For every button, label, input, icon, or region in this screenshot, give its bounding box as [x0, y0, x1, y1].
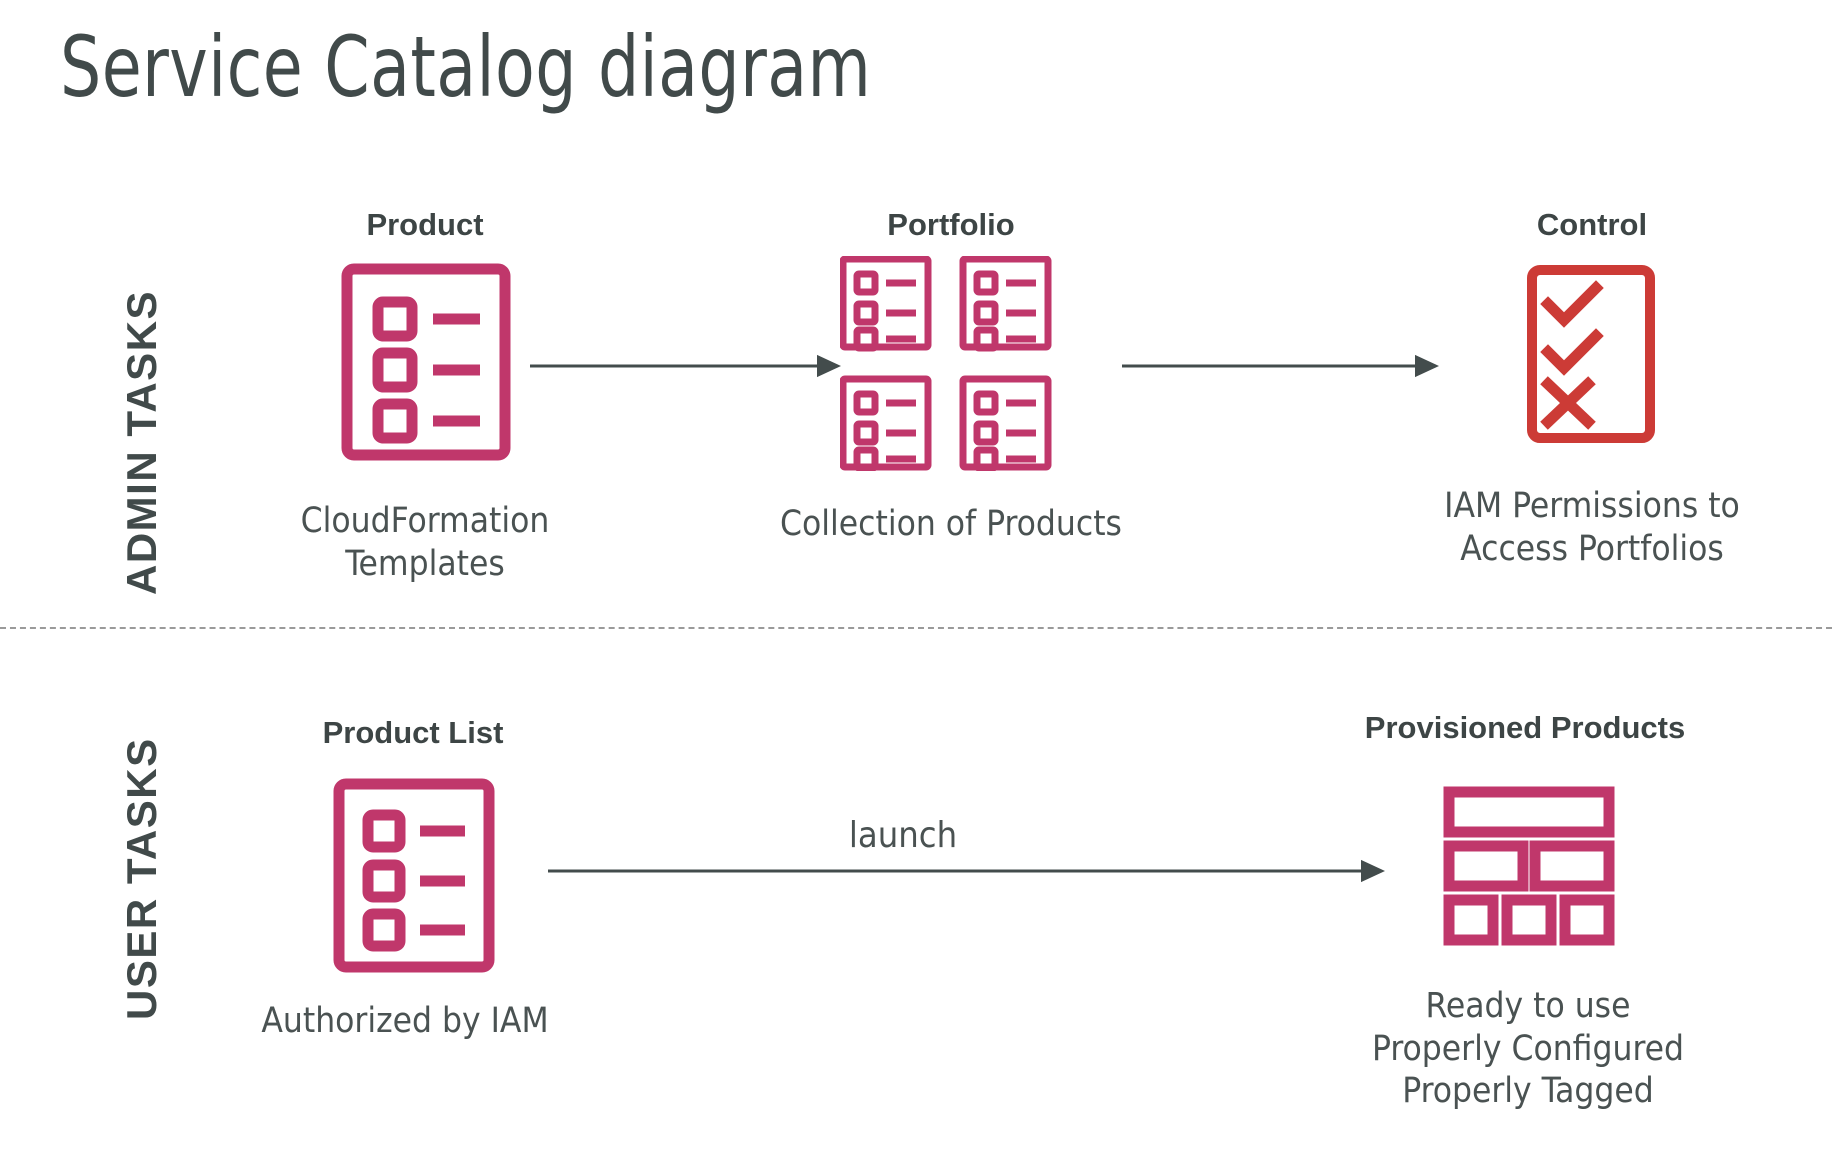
- heading-product: Product: [366, 207, 484, 242]
- checklist-control-icon: [1526, 264, 1656, 449]
- caption-control: IAM Permissions to Access Portfolios: [1444, 485, 1740, 570]
- caption-product-line-2: Templates: [345, 543, 505, 584]
- caption-product-line-1: CloudFormation: [300, 501, 550, 541]
- page-title: Service Catalog diagram: [60, 18, 872, 116]
- arrow-label-launch: launch: [848, 815, 958, 856]
- row-label-admin-tasks: ADMIN TASKS: [118, 289, 165, 595]
- heading-provisioned-products: Provisioned Products: [1364, 710, 1686, 745]
- caption-provisioned-line-2: Properly Configured: [1371, 1028, 1685, 1069]
- caption-product-list: Authorized by IAM: [261, 1000, 548, 1043]
- caption-control-line-1: IAM Permissions to: [1444, 486, 1740, 526]
- row-label-user-tasks: USER TASKS: [118, 737, 165, 1020]
- caption-portfolio: Collection of Products: [780, 503, 1122, 546]
- caption-portfolio-line-1: Collection of Products: [780, 504, 1122, 544]
- caption-product-list-line-1: Authorized by IAM: [261, 1001, 549, 1041]
- row-divider: [0, 627, 1832, 629]
- product-list-icon: [332, 777, 496, 979]
- blocks-layout-icon: [1443, 786, 1615, 951]
- portfolio-grid-icon: [839, 255, 1055, 476]
- heading-portfolio: Portfolio: [887, 207, 1015, 242]
- caption-control-line-2: Access Portfolios: [1460, 528, 1724, 569]
- heading-product-list: Product List: [322, 715, 504, 750]
- caption-provisioned-line-1: Ready to use: [1425, 986, 1631, 1026]
- caption-product: CloudFormation Templates: [301, 500, 550, 585]
- caption-provisioned-line-3: Properly Tagged: [1402, 1071, 1654, 1112]
- caption-provisioned-products: Ready to use Properly Configured Properl…: [1372, 985, 1684, 1113]
- heading-control: Control: [1536, 207, 1648, 242]
- product-list-icon: [340, 262, 512, 467]
